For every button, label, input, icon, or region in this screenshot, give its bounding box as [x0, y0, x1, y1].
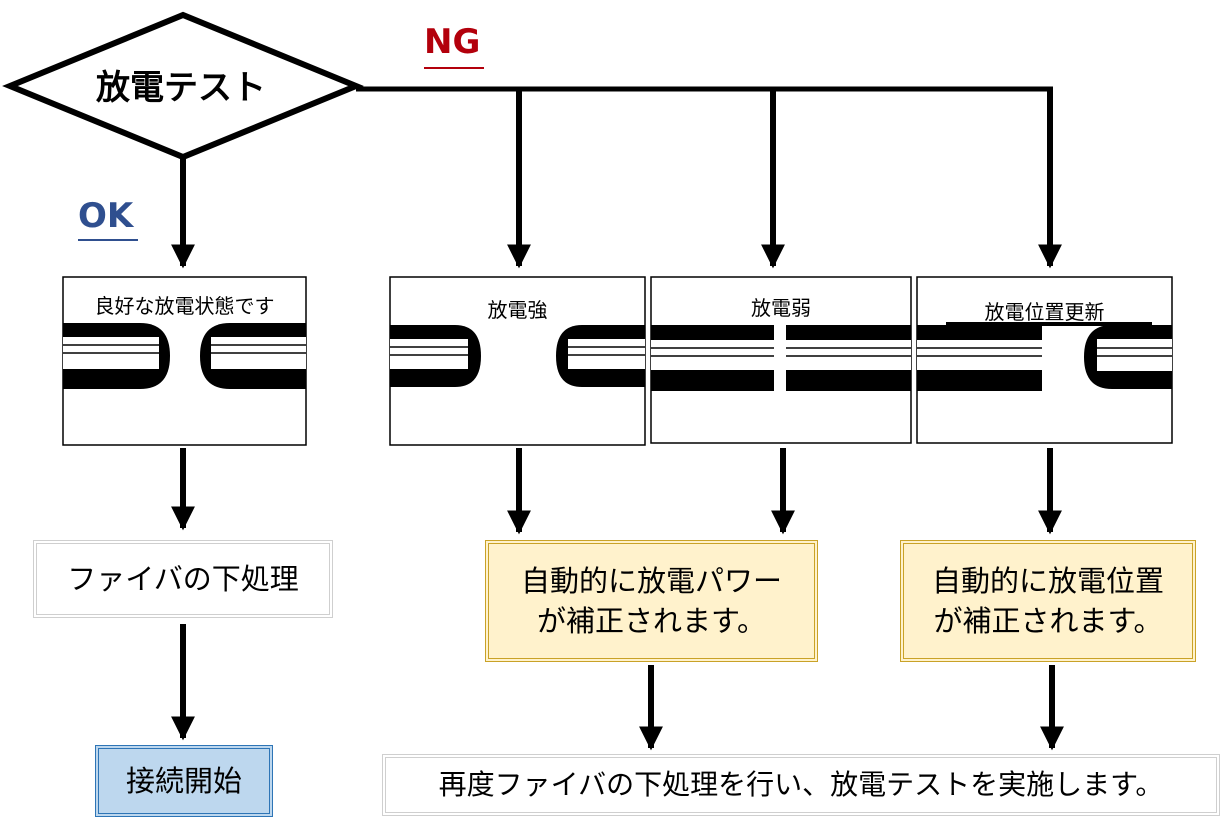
retry-label: 再度ファイバの下処理を行い、放電テストを実施します。: [438, 768, 1164, 801]
fiber-illustration-good: [63, 323, 306, 389]
power-fix-line-2: が補正されます。: [536, 604, 767, 638]
fiber-illustration-strong: [390, 325, 645, 387]
position-fix-line-1: 自動的に放電位置: [931, 564, 1164, 598]
state-caption-good: 良好な放電状態です: [94, 294, 275, 318]
decision-diamond: [2, 11, 364, 161]
decision-label: 放電テスト: [96, 68, 266, 108]
step-fiber-prep-label: ファイバの下処理: [67, 562, 299, 596]
state-caption-position: 放電位置更新: [984, 300, 1105, 324]
step-position-correction: 自動的に放電位置 が補正されます。: [900, 540, 1196, 662]
state-caption-weak: 放電弱: [751, 296, 811, 320]
fiber-illustration-position: [917, 325, 1172, 391]
step-start-connection: 接続開始: [95, 745, 273, 817]
fiber-illustration-weak: [651, 325, 911, 391]
step-fiber-prep: ファイバの下処理: [33, 540, 333, 618]
power-fix-line-1: 自動的に放電パワー: [520, 564, 782, 598]
step-retry: 再度ファイバの下処理を行い、放電テストを実施します。: [382, 754, 1220, 816]
state-caption-strong: 放電強: [487, 298, 548, 322]
ok-label: OK: [78, 196, 134, 236]
ng-label: NG: [424, 22, 481, 62]
position-fix-line-2: が補正されます。: [933, 604, 1163, 638]
step-power-correction: 自動的に放電パワー が補正されます。: [485, 540, 818, 662]
start-connection-label: 接続開始: [125, 764, 242, 798]
